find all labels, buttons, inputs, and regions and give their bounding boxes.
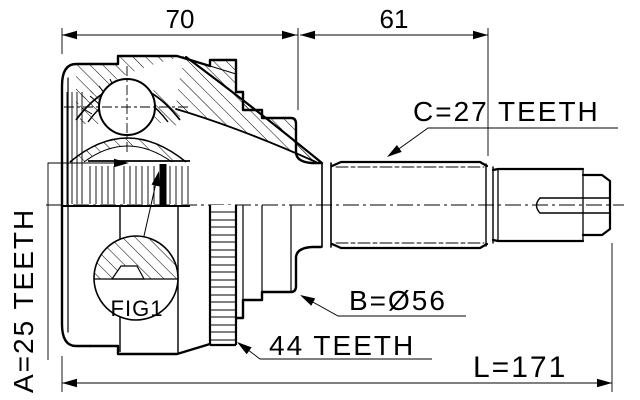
extension-lines-top <box>61 28 489 156</box>
inner-spline-label: A=25 TEETH <box>8 208 39 393</box>
dim70-arrow-left <box>62 30 77 40</box>
length-value: L=171 <box>473 351 567 384</box>
diameter-arrow <box>298 291 316 306</box>
abs-tooth-ring <box>208 205 238 347</box>
diameter-label: B=Ø56 <box>349 285 447 316</box>
cage-window-ticks <box>81 78 117 115</box>
race-inner-arc <box>83 145 173 163</box>
inner-spline-callout: A=25 TEETH <box>8 158 129 393</box>
end-stub-outline <box>581 173 612 237</box>
spline-root-lines <box>335 166 485 244</box>
outer-spline-callout: C=27 TEETH <box>384 96 618 161</box>
diameter-callout: B=Ø56 <box>298 285 466 317</box>
outer-spline-arrow <box>384 144 402 161</box>
highlighted-spline-tooth <box>159 164 167 206</box>
cavity-curve-outer <box>184 55 324 165</box>
body-left-face <box>60 62 92 348</box>
dim61-value: 61 <box>380 4 409 34</box>
abs-ring-label: 44 TEETH <box>269 330 415 361</box>
joint-body-outline <box>60 54 324 356</box>
dim61-arrow-right <box>473 30 488 40</box>
length-dimension: L=171 <box>61 243 613 392</box>
diameter-leader <box>301 295 466 317</box>
bell-lip-hatch <box>76 56 186 106</box>
snap-ring-groove <box>485 163 494 247</box>
extension-lines-bottom <box>61 243 613 392</box>
body-top-profile <box>88 54 323 165</box>
shaft <box>321 160 612 250</box>
outer-spline-leader <box>388 127 618 157</box>
cavity-curve-inner <box>175 108 317 163</box>
spline-section-outline <box>330 160 489 250</box>
race-outer-arc <box>69 137 187 163</box>
dim70-arrow-right <box>282 30 297 40</box>
fig1-label: FIG1 <box>111 296 164 321</box>
inner-spline-bore <box>62 92 190 207</box>
dimL-arrow-left <box>62 378 77 388</box>
bore-lip-lines <box>66 92 83 204</box>
cage-and-ball <box>64 66 188 163</box>
inner-spline-leader <box>47 162 126 360</box>
spline-teeth-lines <box>89 166 189 204</box>
ring-teeth-lines <box>211 211 235 341</box>
top-dimensions: 70 61 <box>61 4 489 156</box>
dim61-arrow-left <box>300 30 315 40</box>
dim70-value: 70 <box>166 4 195 34</box>
body-bottom-profile <box>88 245 323 356</box>
boot-groove-neck <box>321 162 332 248</box>
abs-ring-callout: 44 TEETH <box>234 330 432 361</box>
outer-spline-label: C=27 TEETH <box>413 96 600 127</box>
end-slot <box>535 197 611 214</box>
ring-outline <box>208 205 238 347</box>
inner-spline-arrow <box>114 158 129 168</box>
dimL-arrow-right <box>597 378 612 388</box>
